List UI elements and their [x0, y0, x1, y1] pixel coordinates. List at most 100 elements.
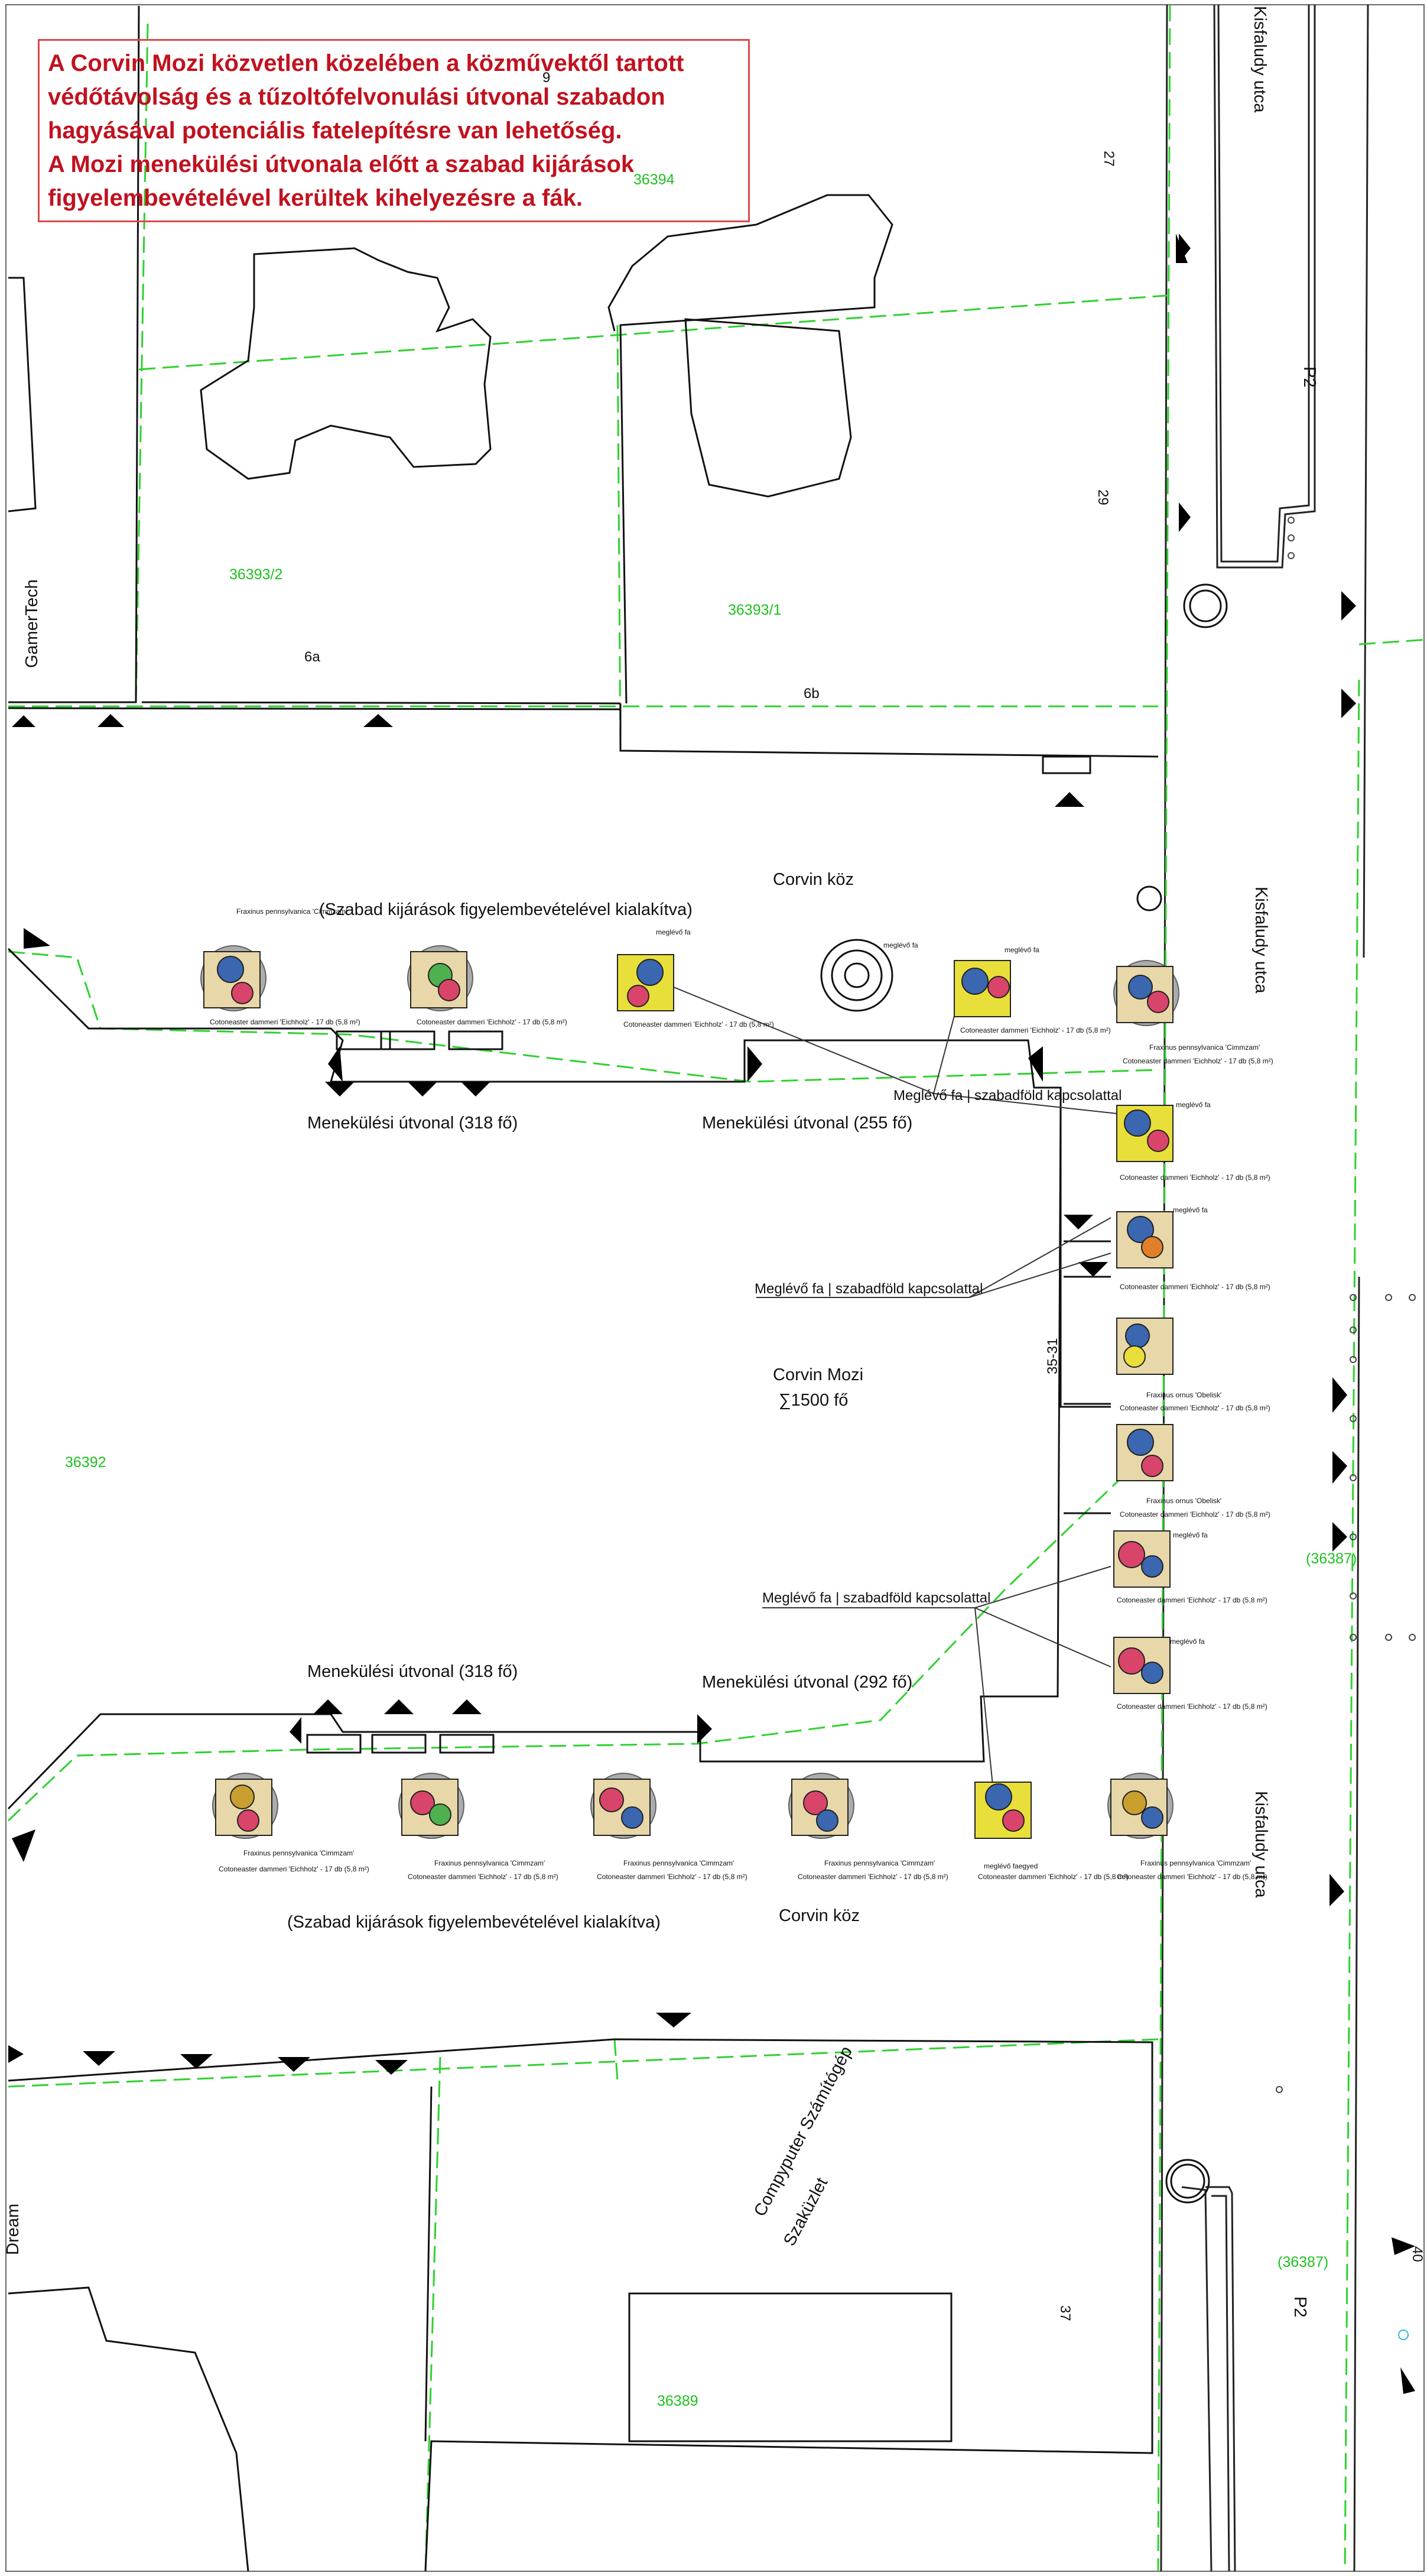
existing-tree-label-1: meglévő fa — [656, 928, 691, 936]
plant-cotoneaster-e6: Cotoneaster dammeri 'Eichholz' - 17 db (… — [1117, 1702, 1267, 1711]
street-circles — [820, 583, 1228, 2204]
tree-symbol-s6 — [1107, 1773, 1174, 1839]
plant-cotoneaster-e3: Cotoneaster dammeri 'Eichholz' - 17 db (… — [1120, 1404, 1270, 1412]
tree-symbol-e5 — [1113, 1530, 1171, 1588]
planting-note: A Corvin Mozi közvetlen közelében a közm… — [38, 39, 750, 222]
free-exits-note-north: (Szabad kijárások figyelembevételével ki… — [319, 900, 693, 919]
existing-tree-link-2: Meglévő fa | szabadföld kapcsolattal — [755, 1281, 983, 1297]
existing-tree-link-1: Meglévő fa | szabadföld kapcsolattal — [893, 1088, 1122, 1104]
tree-symbol-n3 — [617, 954, 674, 1011]
existing-tree-label-4: meglévő fa — [1176, 1101, 1211, 1109]
plant-cotoneaster-e4: Cotoneaster dammeri 'Eichholz' - 17 db (… — [1120, 1510, 1270, 1519]
south-buildings — [8, 2038, 1153, 2572]
house-number-35-31: 35-31 — [1045, 1338, 1061, 1374]
plant-fraxinus-s6: Fraxinus pennsylvanica 'Cimmzam' — [1140, 1859, 1252, 1867]
note-line-4: A Mozi menekülési útvonala előtt a szaba… — [48, 151, 635, 177]
escape-route-292: Menekülési útvonal (292 fő) — [702, 1673, 913, 1692]
parcel-36393-2: 36393/2 — [229, 566, 283, 583]
plant-fraxinus-s4: Fraxinus pennsylvanica 'Cimmzam' — [824, 1859, 935, 1867]
plant-cotoneaster-n2: Cotoneaster dammeri 'Eichholz' - 17 db (… — [417, 1018, 567, 1026]
escape-route-318-south: Menekülési útvonal (318 fő) — [307, 1662, 518, 1681]
plant-cotoneaster-s6: Cotoneaster dammeri 'Eichholz' - 17 db (… — [1117, 1873, 1267, 1881]
tree-symbol-n1 — [200, 945, 266, 1011]
plant-cotoneaster-e5: Cotoneaster dammeri 'Eichholz' - 17 db (… — [1117, 1596, 1267, 1604]
leader-lines — [673, 987, 1123, 1786]
tree-symbol-e3 — [1116, 1318, 1174, 1375]
street-kisfaludy-south: Kisfaludy utca — [1252, 1791, 1270, 1898]
existing-tree-label-5: meglévő fa — [1173, 1206, 1208, 1214]
existing-tree-label-6: meglévő fa — [1173, 1531, 1208, 1539]
note-line-3: hagyásával potenciális fatelepítésre van… — [48, 118, 622, 144]
note-line-1: A Corvin Mozi közvetlen közelében a közm… — [48, 50, 684, 76]
plant-cotoneaster-s2: Cotoneaster dammeri 'Eichholz' - 17 db (… — [408, 1873, 558, 1881]
cinema-building — [7, 948, 1111, 1810]
plant-cotoneaster-e2: Cotoneaster dammeri 'Eichholz' - 17 db (… — [1120, 1283, 1270, 1291]
exit-markers — [8, 233, 1415, 2394]
parcel-36387-north: (36387) — [1306, 1550, 1357, 1567]
plant-fraxinus-ornus-e3: Fraxinus ornus 'Obelisk' — [1146, 1391, 1222, 1399]
tree-symbol-e2 — [1116, 1211, 1174, 1268]
house-number-29: 29 — [1095, 489, 1111, 505]
tree-symbol-e4 — [1116, 1424, 1174, 1481]
tree-symbol-s2 — [398, 1773, 464, 1839]
parcel-36394: 36394 — [633, 171, 675, 188]
plant-cotoneaster-n3: Cotoneaster dammeri 'Eichholz' - 17 db (… — [623, 1020, 774, 1029]
parcel-36392: 36392 — [65, 1454, 106, 1471]
shop-dream-partial: Dream — [4, 2203, 22, 2255]
note-line-2: védőtávolság és a tűzoltófelvonulási útv… — [48, 84, 665, 110]
plant-fraxinus-s2: Fraxinus pennsylvanica 'Cimmzam' — [434, 1859, 545, 1867]
tree-symbol-s5 — [974, 1782, 1032, 1839]
existing-tree-label-7: meglévő fa — [1170, 1637, 1205, 1646]
free-exits-note-south: (Szabad kijárások figyelembevételével ki… — [287, 1913, 661, 1932]
plant-fraxinus-s3: Fraxinus pennsylvanica 'Cimmzam' — [623, 1859, 734, 1867]
cinema-capacity: ∑1500 fő — [779, 1391, 849, 1410]
street-corvin-koz-north: Corvin köz — [773, 870, 854, 889]
escape-route-318-north: Menekülési útvonal (318 fő) — [307, 1114, 518, 1133]
street-kisfaludy-middle: Kisfaludy utca — [1252, 887, 1270, 994]
existing-tree-label-3: meglévő fa — [1005, 946, 1039, 954]
plant-cotoneaster-n5: Cotoneaster dammeri 'Eichholz' - 17 db (… — [1123, 1057, 1273, 1065]
existing-tree-link-3: Meglévő fa | szabadföld kapcsolattal — [762, 1590, 991, 1606]
house-number-40: 40 — [1409, 2246, 1425, 2262]
plant-fraxinus-n1: Fraxinus pennsylvanica 'Cimmzam' — [236, 907, 347, 916]
house-number-37: 37 — [1057, 2305, 1073, 2321]
tree-symbol-n2 — [407, 945, 473, 1011]
plant-fraxinus-s1: Fraxinus pennsylvanica 'Cimmzam' — [243, 1849, 355, 1857]
shop-gamertech: GamerTech — [22, 579, 41, 668]
plant-cotoneaster-n4: Cotoneaster dammeri 'Eichholz' - 17 db (… — [960, 1026, 1111, 1034]
escape-route-255: Menekülési útvonal (255 fő) — [702, 1114, 913, 1133]
parking-p2-north: P2 — [1300, 366, 1319, 388]
east-street-dots — [1276, 517, 1416, 2340]
tree-symbol-e1 — [1116, 1105, 1174, 1162]
plant-cotoneaster-n1: Cotoneaster dammeri 'Eichholz' - 17 db (… — [210, 1018, 360, 1026]
plant-cotoneaster-e1: Cotoneaster dammeri 'Eichholz' - 17 db (… — [1120, 1173, 1270, 1182]
existing-tree-label-8: meglévő faegyed — [984, 1862, 1038, 1870]
tree-planting-squares — [200, 945, 1179, 1839]
north-buildings — [8, 5, 1159, 774]
plant-fraxinus-n5: Fraxinus pennsylvanica 'Cimmzam' — [1149, 1043, 1260, 1052]
plant-cotoneaster-s1: Cotoneaster dammeri 'Eichholz' - 17 db (… — [219, 1865, 369, 1873]
parcel-36389: 36389 — [657, 2393, 698, 2409]
existing-tree-label-2: meglévő fa — [883, 941, 918, 949]
tree-symbol-s1 — [212, 1773, 278, 1839]
tree-symbol-s4 — [788, 1773, 854, 1839]
note-line-5: figyelembevételével kerültek kihelyezésr… — [48, 185, 583, 211]
house-number-6b: 6b — [804, 686, 820, 702]
plant-cotoneaster-s4: Cotoneaster dammeri 'Eichholz' - 17 db (… — [798, 1873, 948, 1881]
tree-symbol-e6 — [1113, 1637, 1171, 1694]
plant-fraxinus-ornus-e4: Fraxinus ornus 'Obelisk' — [1146, 1497, 1222, 1505]
parking-p2-south: P2 — [1291, 2296, 1309, 2318]
house-number-6a: 6a — [304, 649, 320, 665]
tree-symbol-s3 — [590, 1773, 656, 1839]
parcel-boundaries — [7, 4, 1427, 2572]
sheet-frame — [5, 4, 1425, 2572]
tree-symbol-n5 — [1113, 960, 1179, 1026]
house-number-9: 9 — [542, 70, 551, 86]
tree-symbol-n4 — [954, 960, 1011, 1017]
plant-cotoneaster-s3: Cotoneaster dammeri 'Eichholz' - 17 db (… — [597, 1873, 747, 1881]
cinema-name: Corvin Mozi — [773, 1365, 864, 1384]
street-corvin-koz-south: Corvin köz — [779, 1906, 860, 1925]
parcel-36393-1: 36393/1 — [728, 602, 782, 618]
house-number-27: 27 — [1101, 151, 1117, 167]
